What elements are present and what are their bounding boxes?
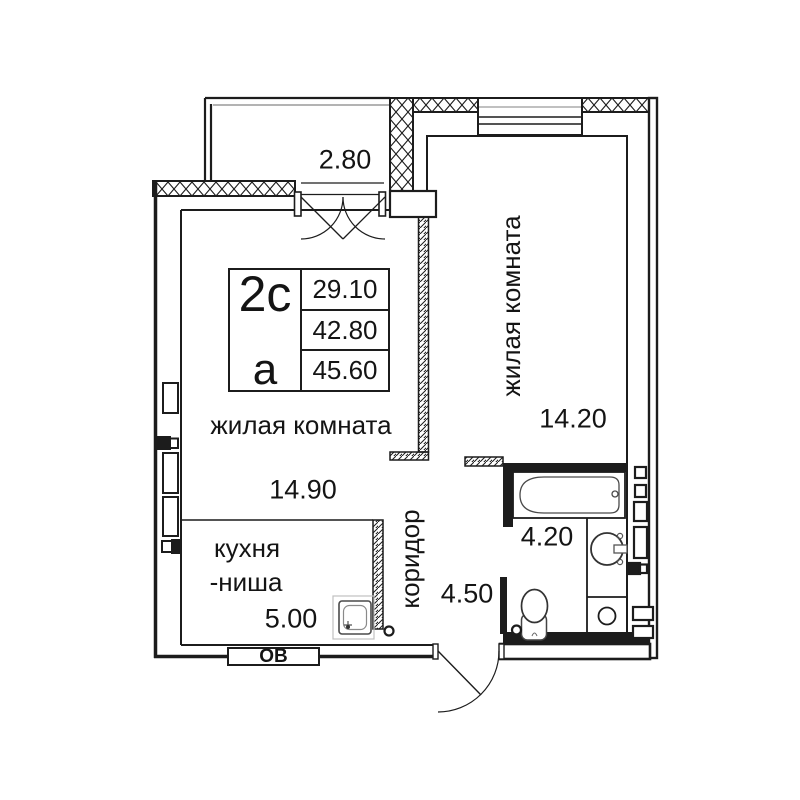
dim-corridor: 4.50: [440, 578, 494, 609]
right-wall-vents: [626, 465, 655, 640]
unit-info-box: 2с а 29.10 42.80 45.60: [228, 268, 390, 392]
bathroom-sink: [590, 532, 628, 566]
room-label-right: жилая комната: [496, 215, 526, 397]
room-right-boundary: [426, 135, 628, 633]
balcony-doors: [293, 182, 387, 240]
dim-balcony: 2.80: [318, 144, 372, 175]
unit-type-column: 2с а: [230, 266, 302, 394]
door-stop-bath: [510, 624, 523, 636]
area-value-living: 29.10: [302, 270, 388, 311]
dim-room-right: 14.20: [539, 403, 607, 434]
kitchen-label-line2: -ниша: [209, 567, 283, 597]
heating-box: ОВ: [227, 646, 320, 667]
area-value-total: 45.60: [312, 355, 378, 386]
kitchen-sink: [332, 595, 375, 640]
unit-areas-column: 29.10 42.80 45.60: [302, 270, 388, 390]
wall-stub: [388, 189, 438, 219]
balcony: [203, 96, 390, 181]
unit-type-label: 2с: [238, 266, 292, 322]
door-stop-kitchen: [383, 625, 395, 637]
washing-machine: [597, 606, 617, 626]
entrance-door: [432, 643, 505, 713]
dim-kitchen: 5.00: [264, 603, 318, 634]
kitchen-label-line1: кухня: [213, 533, 281, 563]
dim-bathroom: 4.20: [520, 521, 574, 552]
left-wall-vents: [157, 382, 182, 554]
room-label-left: жилая комната: [210, 410, 392, 440]
crosshatch-walls: [152, 97, 650, 197]
window: [477, 97, 583, 136]
area-value-apartment: 42.80: [302, 311, 388, 352]
partition-walls: [372, 216, 504, 630]
toilet: [520, 588, 549, 641]
corridor-label: коридор: [395, 509, 425, 609]
dim-room-left: 14.90: [269, 474, 337, 505]
unit-variant-label: а: [252, 344, 278, 394]
bathtub: [512, 471, 626, 519]
bathroom-inner-dividers: [586, 518, 627, 632]
